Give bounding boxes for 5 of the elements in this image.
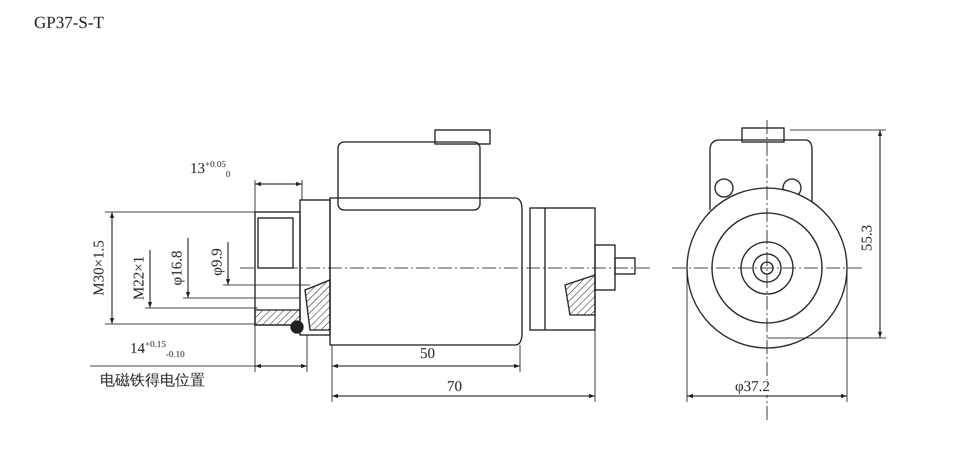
title: GP37-S-T (34, 14, 104, 31)
note-text: 电磁铁得电位置 (100, 374, 205, 389)
dimension-label: φ37.2 (735, 380, 770, 395)
dimension-label: φ16.8 (170, 250, 186, 286)
dimension-label: φ9.9 (210, 248, 226, 276)
